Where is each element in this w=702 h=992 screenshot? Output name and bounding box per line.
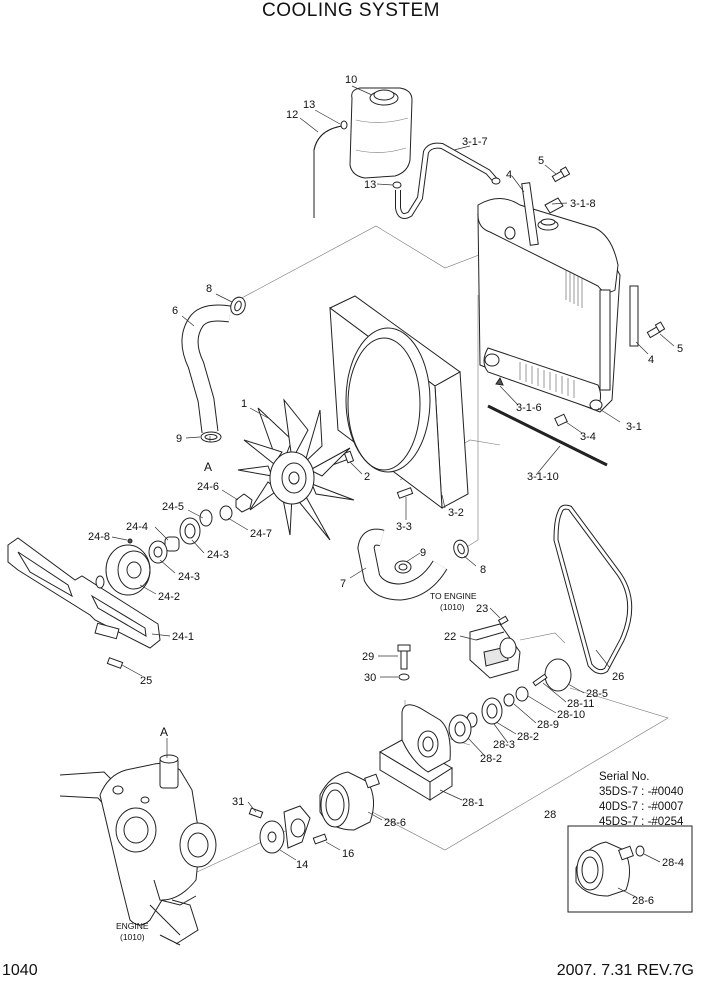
callout-3-4: 3-4 xyxy=(580,431,596,443)
callout-22: 22 xyxy=(444,631,456,643)
radiator-assembly-icon xyxy=(477,182,621,413)
callout-1: 1 xyxy=(241,398,247,410)
radiator-overflow-hose-icon xyxy=(395,142,501,219)
serial-heading: Serial No. xyxy=(599,771,650,783)
page-title: COOLING SYSTEM xyxy=(261,0,441,21)
upper-hose-icon xyxy=(181,296,246,443)
overflow-hose-icon xyxy=(313,120,402,218)
callout-5: 5 xyxy=(677,343,683,355)
callout-6: 6 xyxy=(172,305,178,317)
engine-note-ref: (1010) xyxy=(120,932,145,942)
leader-lines xyxy=(111,85,675,898)
callout-13: 13 xyxy=(303,99,315,111)
callout-5: 5 xyxy=(538,155,544,167)
callout-3-3: 3-3 xyxy=(396,521,412,533)
drain-plug-icon xyxy=(554,413,568,427)
callout-3-1: 3-1 xyxy=(626,421,642,433)
idler-pulley-icon xyxy=(105,538,151,596)
callout-3-1-7: 3-1-7 xyxy=(462,136,488,148)
bearing-icon xyxy=(148,517,201,564)
callout-24-6: 24-6 xyxy=(197,481,219,493)
callout-24-2: 24-2 xyxy=(158,591,180,603)
serial-line: 45DS-7 : -#0254 xyxy=(599,816,684,828)
callout-28-5: 28-5 xyxy=(586,688,608,700)
callout-4: 4 xyxy=(648,354,654,366)
callout-12: 12 xyxy=(286,109,298,121)
ref-letter-a: A xyxy=(160,725,168,739)
callout-28-4: 28-4 xyxy=(662,857,684,869)
callout-9: 9 xyxy=(420,547,426,559)
circlip-icon xyxy=(544,658,572,692)
to-engine-note: TO ENGINE xyxy=(430,591,477,601)
callout-28-6: 28-6 xyxy=(384,817,406,829)
callout-24-3: 24-3 xyxy=(178,571,200,583)
drive-flange-icon xyxy=(248,805,328,854)
page-number: 1040 xyxy=(2,962,38,979)
callout-26: 26 xyxy=(612,671,624,683)
callout-3-1-8: 3-1-8 xyxy=(570,198,596,210)
callout-30: 30 xyxy=(364,672,376,684)
callout-2: 2 xyxy=(364,471,370,483)
callout-28-3: 28-3 xyxy=(493,739,515,751)
callout-28: 28 xyxy=(544,809,556,821)
callout-4: 4 xyxy=(506,169,512,181)
callout-28-2: 28-2 xyxy=(517,731,539,743)
tension-bracket-icon xyxy=(469,615,521,679)
serial-number-block: Serial No. 35DS-7 : -#0040 40DS-7 : -#00… xyxy=(599,770,683,830)
callout-24-3: 24-3 xyxy=(207,549,229,561)
side-bracket-icon xyxy=(629,285,639,347)
coolant-reservoir-icon xyxy=(349,87,413,179)
fan-spacer-icon xyxy=(199,493,253,527)
serial-line: 40DS-7 : -#0007 xyxy=(599,801,684,813)
seal-strip-icon xyxy=(487,404,608,467)
callout-24-8: 24-8 xyxy=(88,531,110,543)
callout-28-9: 28-9 xyxy=(537,719,559,731)
serial-line: 35DS-7 : -#0040 xyxy=(599,786,684,798)
callout-24-7: 24-7 xyxy=(250,528,272,540)
tension-bearing-icon xyxy=(448,697,503,744)
to-engine-note-ref: (1010) xyxy=(440,602,465,612)
callout-23: 23 xyxy=(476,603,488,615)
pillow-block-bolt-icon xyxy=(397,644,411,681)
v-belt-icon xyxy=(553,504,633,675)
callout-24-4: 24-4 xyxy=(126,521,148,533)
inset-detail-icon xyxy=(567,825,693,913)
callout-9: 9 xyxy=(176,433,182,445)
bracket-bolt-icon xyxy=(106,657,124,669)
bracket-plate-icon xyxy=(7,537,161,649)
revision-date: 2007. 7.31 REV.7G xyxy=(556,962,694,979)
fan-drive-hub-icon xyxy=(319,771,380,831)
callout-25: 25 xyxy=(140,675,152,687)
ref-letter-a: A xyxy=(204,460,212,474)
callout-16: 16 xyxy=(342,848,354,860)
lower-hose-icon xyxy=(357,528,469,601)
callout-28-2: 28-2 xyxy=(480,753,502,765)
tension-pin-icon xyxy=(503,673,548,707)
fan-shroud-icon xyxy=(329,295,469,510)
callout-24-5: 24-5 xyxy=(162,501,184,513)
bolt-icon xyxy=(551,166,666,339)
callout-24-1: 24-1 xyxy=(172,631,194,643)
callout-8: 8 xyxy=(206,283,212,295)
engine-note: ENGINE xyxy=(116,921,149,931)
callout-10: 10 xyxy=(345,74,357,86)
callout-3-2: 3-2 xyxy=(448,507,464,519)
callout-7: 7 xyxy=(340,578,346,590)
pillow-block-icon xyxy=(378,704,453,801)
callout-31: 31 xyxy=(232,796,244,808)
callout-labels: 10 12 13 13 3-1-7 5 4 3-1-8 8 6 5 4 3-1-… xyxy=(88,74,684,942)
callout-28-1: 28-1 xyxy=(462,797,484,809)
callout-8: 8 xyxy=(480,564,486,576)
callout-3-1-10: 3-1-10 xyxy=(527,471,559,483)
callout-28-11: 28-11 xyxy=(567,698,594,710)
callout-28-6: 28-6 xyxy=(632,895,654,907)
callout-29: 29 xyxy=(362,651,374,663)
callout-28-10: 28-10 xyxy=(557,709,585,721)
engine-view-icon xyxy=(59,754,217,946)
callout-3-1-6: 3-1-6 xyxy=(516,402,542,414)
callout-14: 14 xyxy=(296,859,308,871)
callout-13: 13 xyxy=(364,179,376,191)
cooling-fan-icon xyxy=(237,398,355,541)
